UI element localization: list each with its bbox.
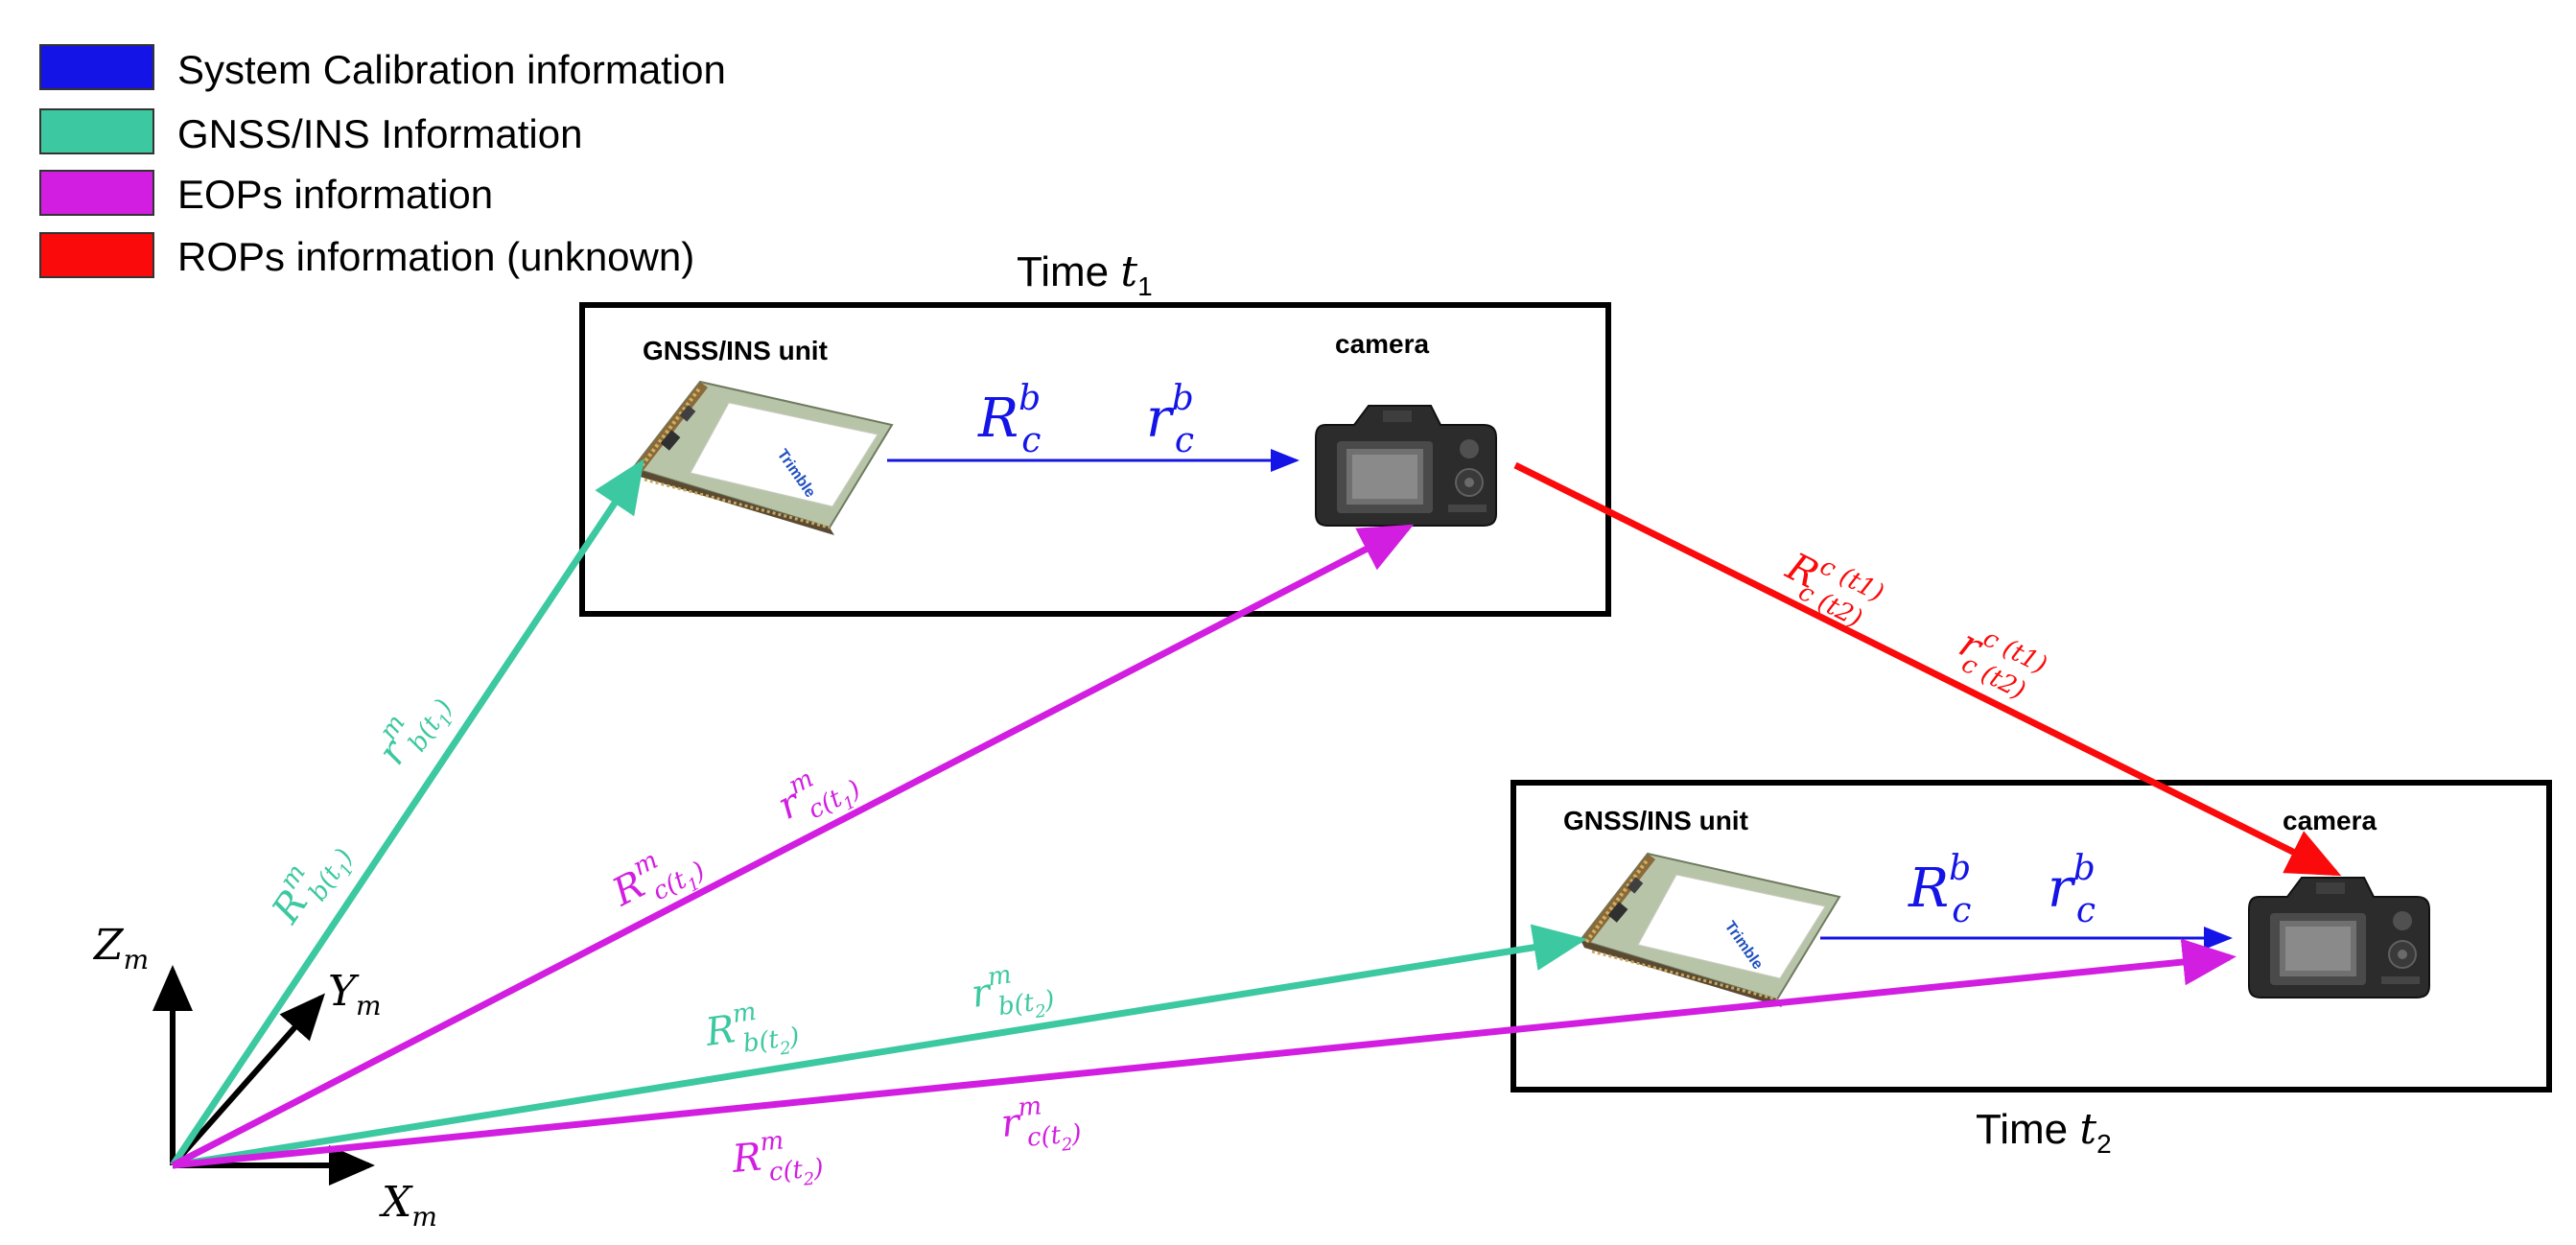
gnss-position-t1-label: rmb(t1) xyxy=(363,677,463,781)
eop-vector-t2: rmc(t2) Rmc(t2) xyxy=(172,938,2236,1196)
legend-swatch xyxy=(39,170,154,216)
frame-time-t1: Time t1 GNSS/INS unit camera xyxy=(579,247,1611,617)
mapping-frame-axes: Zm Ym Xm xyxy=(92,921,437,1233)
x-axis-label: Xm xyxy=(379,1178,437,1233)
frame-box xyxy=(579,302,1611,617)
gnss-ins-vector-t1: rmb(t1) Rmb(t1) xyxy=(170,458,644,1167)
gnss-unit-label: GNSS/INS unit xyxy=(643,336,828,365)
rop-lever-arm-label: rc (t1)c (t2) xyxy=(1947,616,2051,710)
gnss-unit-label: GNSS/INS unit xyxy=(1563,806,1748,835)
legend-item: ROPs information (unknown) xyxy=(39,232,694,279)
frame-title: Time t1 xyxy=(1017,247,1153,301)
gnss-ins-vector-t2: rmb(t2) Rmb(t2) xyxy=(172,924,1587,1169)
camera-label: camera xyxy=(2283,806,2377,835)
eop-attitude-t2-label: Rmc(t2) xyxy=(729,1123,825,1196)
camera-label: camera xyxy=(1335,329,1430,359)
legend-label: System Calibration information xyxy=(177,47,726,92)
y-axis-label: Ym xyxy=(328,967,382,1022)
eop-position-t2-label: rmc(t2) xyxy=(998,1089,1083,1161)
z-axis-label: Zm xyxy=(92,921,149,975)
legend-swatch xyxy=(39,44,154,90)
legend-swatch xyxy=(39,108,154,154)
camera-icon xyxy=(2248,877,2430,998)
eop-position-t1-label: rmc(t1) xyxy=(767,747,867,841)
gnss-attitude-t1-label: Rmb(t1) xyxy=(258,827,363,940)
legend-item: GNSS/INS Information xyxy=(39,108,582,156)
frame-box xyxy=(1510,780,2552,1092)
gnss-attitude-t2-label: Rmb(t2) xyxy=(701,992,802,1069)
legend-item: EOPs information xyxy=(39,170,493,217)
camera-icon xyxy=(1315,405,1497,527)
legend: System Calibration information GNSS/INS … xyxy=(39,44,726,279)
frame-title: Time t2 xyxy=(1976,1105,2112,1159)
legend-swatch xyxy=(39,232,154,278)
legend-label: ROPs information (unknown) xyxy=(177,234,694,279)
frame-time-t2: GNSS/INS unit camera Time t2 xyxy=(1510,780,2552,1159)
gnss-ins-board-icon xyxy=(1579,852,1841,1009)
legend-item: System Calibration information xyxy=(39,44,726,92)
gnss-ins-board-icon xyxy=(631,380,894,537)
legend-label: EOPs information xyxy=(177,172,493,217)
gnss-position-t2-label: rmb(t2) xyxy=(968,955,1057,1031)
legend-label: GNSS/INS Information xyxy=(177,111,582,156)
